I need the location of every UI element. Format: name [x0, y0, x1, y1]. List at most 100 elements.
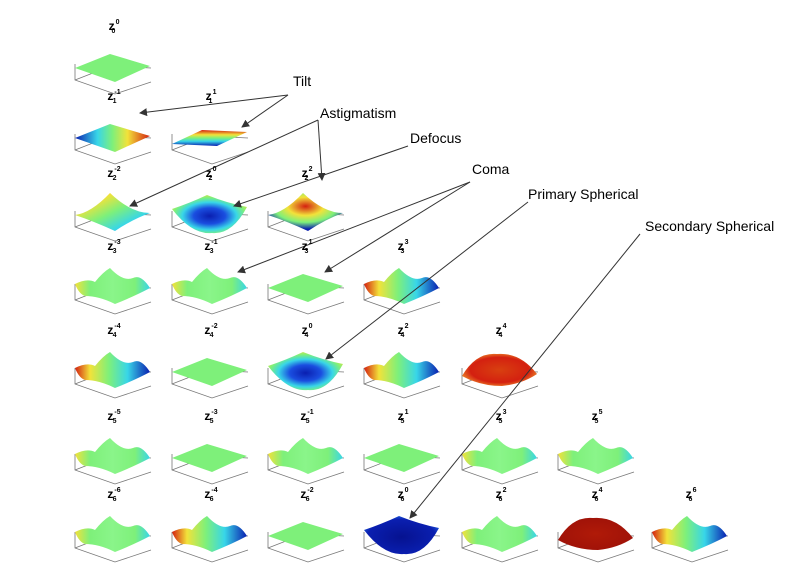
term-label-z6_2: z26: [474, 487, 524, 503]
surface-wavy: [172, 268, 247, 304]
term-n: 2: [208, 175, 213, 182]
surface-flat-green: [268, 522, 343, 550]
zernike-plot-z6_-2: [267, 522, 345, 563]
term-m: -1: [114, 89, 121, 96]
surface-saddle-red: [268, 193, 343, 231]
term-n: 4: [209, 332, 214, 339]
term-n: 1: [112, 98, 117, 105]
term-label-z6_-4: z-46: [184, 487, 234, 503]
term-m: 2: [502, 487, 507, 494]
term-m: 2: [404, 323, 409, 330]
term-m: -6: [114, 487, 121, 494]
surface-wavy-strong: [364, 268, 439, 304]
tilt-arrow-2: [241, 94, 289, 128]
term-label-z5_-1: z-1 5: [280, 409, 330, 425]
term-label-z1_1: z11: [184, 89, 234, 105]
defocus-arrow: [233, 145, 409, 208]
term-m: 0: [308, 323, 313, 330]
zernike-plot-z2_2: [267, 193, 345, 242]
surface-wavy-strong: [75, 352, 150, 388]
zernike-plot-z5_3: [461, 438, 539, 485]
surface-flat-green: [172, 358, 247, 386]
term-n: 6: [112, 496, 117, 503]
term-n: 3: [400, 248, 405, 255]
callout-arrows: [129, 94, 641, 519]
term-symbol: z: [300, 409, 307, 423]
term-symbol: z: [204, 409, 211, 423]
term-n: 4: [304, 332, 309, 339]
term-symbol: z: [205, 166, 212, 180]
term-label-z3_-1: z-13: [184, 239, 234, 255]
astigmatism-arrow-2: [317, 119, 326, 181]
zernike-plots: [74, 54, 729, 563]
term-n: 4: [112, 332, 117, 339]
zernike-plot-z3_-1: [171, 268, 249, 315]
zernike-plot-z6_-6: [74, 516, 152, 563]
zernike-plot-z3_-3: [74, 268, 152, 315]
term-n: 5: [305, 418, 310, 425]
term-m: 1: [404, 409, 409, 416]
term-m: 2: [308, 166, 313, 173]
surface-bowl-blue-dark: [364, 516, 439, 555]
zernike-plot-z6_4: [557, 517, 635, 563]
term-label-z4_-2: z-24: [184, 323, 234, 339]
zernike-plot-z5_-1: [267, 438, 345, 485]
zernike-plot-z1_1: [171, 130, 249, 165]
term-label-z5_1: z15: [376, 409, 426, 425]
surface-tilt-y: [172, 130, 247, 146]
surface-flat-green: [75, 54, 150, 82]
term-label-z2_2: z22: [280, 166, 330, 182]
term-m: 3: [502, 409, 507, 416]
astigmatism-arrow-1: [129, 119, 319, 207]
term-symbol: z: [495, 487, 502, 501]
term-symbol: z: [495, 409, 502, 423]
term-m: -1: [307, 409, 314, 416]
term-m: -1: [211, 239, 218, 246]
zernike-plot-z2_0: [171, 195, 249, 242]
term-symbol: z: [204, 323, 211, 337]
term-m: 1: [308, 239, 313, 246]
term-label-z6_-2: z-26: [280, 487, 330, 503]
term-m: 1: [212, 89, 217, 96]
term-m: 0: [115, 19, 120, 26]
term-symbol: z: [397, 239, 404, 253]
surface-tilt-x: [75, 124, 150, 152]
surface-wavy: [558, 438, 633, 474]
term-n: 1: [208, 98, 213, 105]
term-m: 4: [598, 487, 603, 494]
term-label-z2_0: z0 2: [184, 166, 234, 182]
surface-wavy-strong: [364, 352, 439, 388]
zernike-plot-z4_-2: [171, 358, 249, 399]
zernike-plot-z2_-2: [74, 193, 152, 242]
surface-wavy: [462, 516, 537, 552]
term-symbol: z: [495, 323, 502, 337]
term-n: 2: [304, 175, 309, 182]
term-m: 0: [404, 487, 409, 494]
surface-wavy-strong: [652, 516, 727, 552]
term-n: 6: [305, 496, 310, 503]
term-n: 4: [400, 332, 405, 339]
term-symbol: z: [591, 409, 598, 423]
zernike-plot-z0_0: [74, 54, 152, 95]
term-n: 5: [400, 418, 405, 425]
term-m: -3: [114, 239, 121, 246]
term-label-z4_-4: z-44: [87, 323, 137, 339]
surface-flat-green: [268, 274, 343, 302]
primary-spherical-arrow: [325, 201, 529, 360]
term-label-z4_2: z24: [376, 323, 426, 339]
term-n: 5: [112, 418, 117, 425]
term-n: 5: [498, 418, 503, 425]
surface-flat-green: [172, 444, 247, 472]
term-label-z3_1: z13: [280, 239, 330, 255]
term-symbol: z: [204, 239, 211, 253]
term-m: 0: [212, 166, 217, 173]
term-m: 4: [502, 323, 507, 330]
term-symbol: z: [685, 487, 692, 501]
surface-wavy: [75, 438, 150, 474]
zernike-plot-z3_3: [363, 268, 441, 315]
term-label-z0_0: z00: [87, 19, 137, 35]
zernike-plot-z5_5: [557, 438, 635, 485]
term-n: 6: [688, 496, 693, 503]
term-label-z6_-6: z-66: [87, 487, 137, 503]
